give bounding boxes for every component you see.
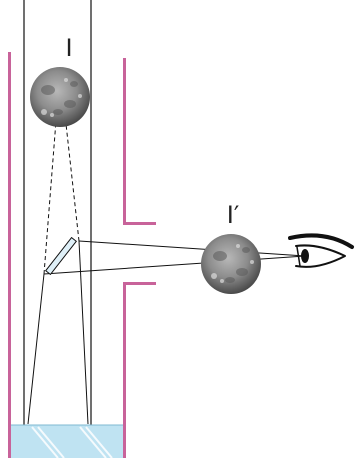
upper-opening-ledge bbox=[123, 222, 156, 225]
ray-to-eye-upper bbox=[78, 240, 306, 257]
right-upper-wall bbox=[123, 58, 126, 225]
label-image-virtual: I′ bbox=[227, 201, 240, 229]
plane-mirror bbox=[45, 236, 77, 276]
moon-image-virtual bbox=[201, 234, 261, 294]
liquid-mirror bbox=[11, 424, 123, 458]
inner-tube bbox=[23, 0, 92, 425]
left-outer-wall bbox=[8, 52, 11, 458]
lower-opening-ledge bbox=[123, 282, 156, 285]
right-lower-wall bbox=[123, 282, 126, 458]
eye-icon bbox=[288, 233, 354, 268]
ray-bottom-left bbox=[27, 273, 45, 425]
label-image-top: I bbox=[65, 34, 72, 62]
moon-image-top bbox=[30, 67, 90, 127]
tube-walls bbox=[8, 52, 156, 458]
ray-to-eye-lower bbox=[43, 255, 306, 275]
ray-bottom-right bbox=[78, 240, 89, 425]
